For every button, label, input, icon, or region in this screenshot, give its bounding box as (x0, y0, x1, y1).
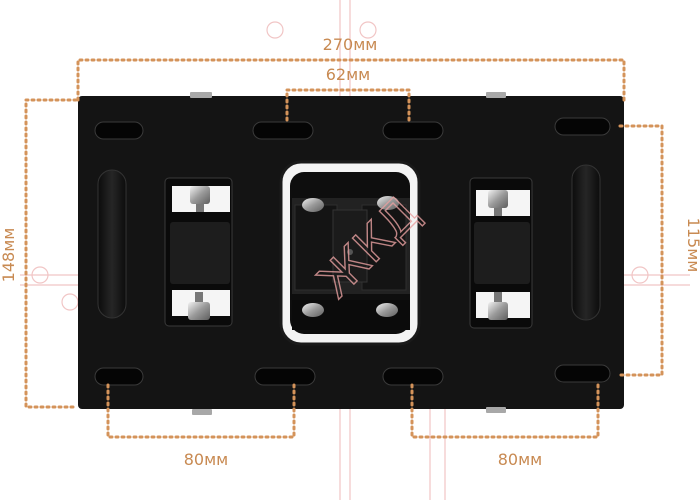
total-height-label: 148мм (0, 228, 18, 283)
right-clamp-assembly (469, 177, 533, 329)
right-slot-spacing-label: 80мм (498, 450, 543, 469)
top-slots (94, 117, 611, 140)
bolt-icon (488, 292, 508, 320)
bolt-icon (488, 190, 508, 216)
center-swivel-mount (279, 160, 421, 346)
bolt-icon (302, 303, 324, 317)
bottom-bolt-heads (190, 92, 506, 415)
bolt-icon (302, 198, 324, 212)
bolt-icon (190, 186, 210, 212)
bottom-slots (94, 364, 611, 386)
dimension-lines (24, 58, 664, 439)
total-width-label: 270мм (323, 35, 378, 54)
slot-height-label: 115мм (684, 218, 700, 273)
left-clamp-assembly (164, 177, 233, 327)
bolt-icon (377, 196, 399, 210)
left-slot-spacing-label: 80мм (184, 450, 229, 469)
left-vertical-slot (97, 169, 127, 319)
center-gap-label: 62мм (326, 65, 371, 84)
bolt-icon (188, 292, 210, 320)
right-vertical-slot (571, 164, 601, 321)
bolt-icon (376, 303, 398, 317)
